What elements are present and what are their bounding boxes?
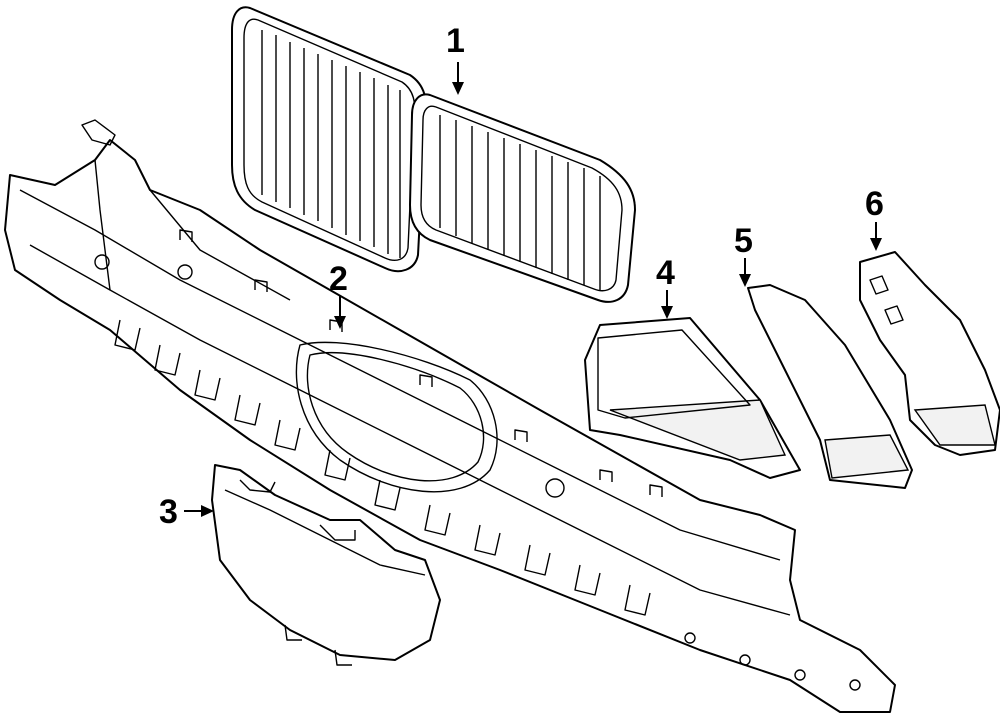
callout-4: 4 (656, 254, 675, 292)
part-bumper-carrier (4, 119, 896, 713)
arrow-4-head (661, 306, 673, 319)
callout-6: 6 (865, 185, 884, 223)
part-kidney-grille (231, 6, 636, 303)
arrow-6-head (870, 238, 882, 251)
part-lower-trim (211, 464, 441, 666)
callout-labels: 1 2 3 4 5 6 (159, 22, 884, 531)
arrow-1-head (452, 82, 464, 95)
callout-5: 5 (734, 222, 753, 260)
arrow-2-head (334, 316, 346, 329)
callout-arrows (184, 62, 882, 517)
part-bracket (859, 251, 1000, 456)
callout-3: 3 (159, 493, 178, 531)
callout-1: 1 (446, 22, 465, 60)
callout-2: 2 (329, 260, 348, 298)
arrow-3-head (201, 505, 214, 517)
part-side-panel (584, 317, 801, 479)
arrow-5-head (739, 274, 751, 287)
part-air-duct (747, 284, 913, 489)
